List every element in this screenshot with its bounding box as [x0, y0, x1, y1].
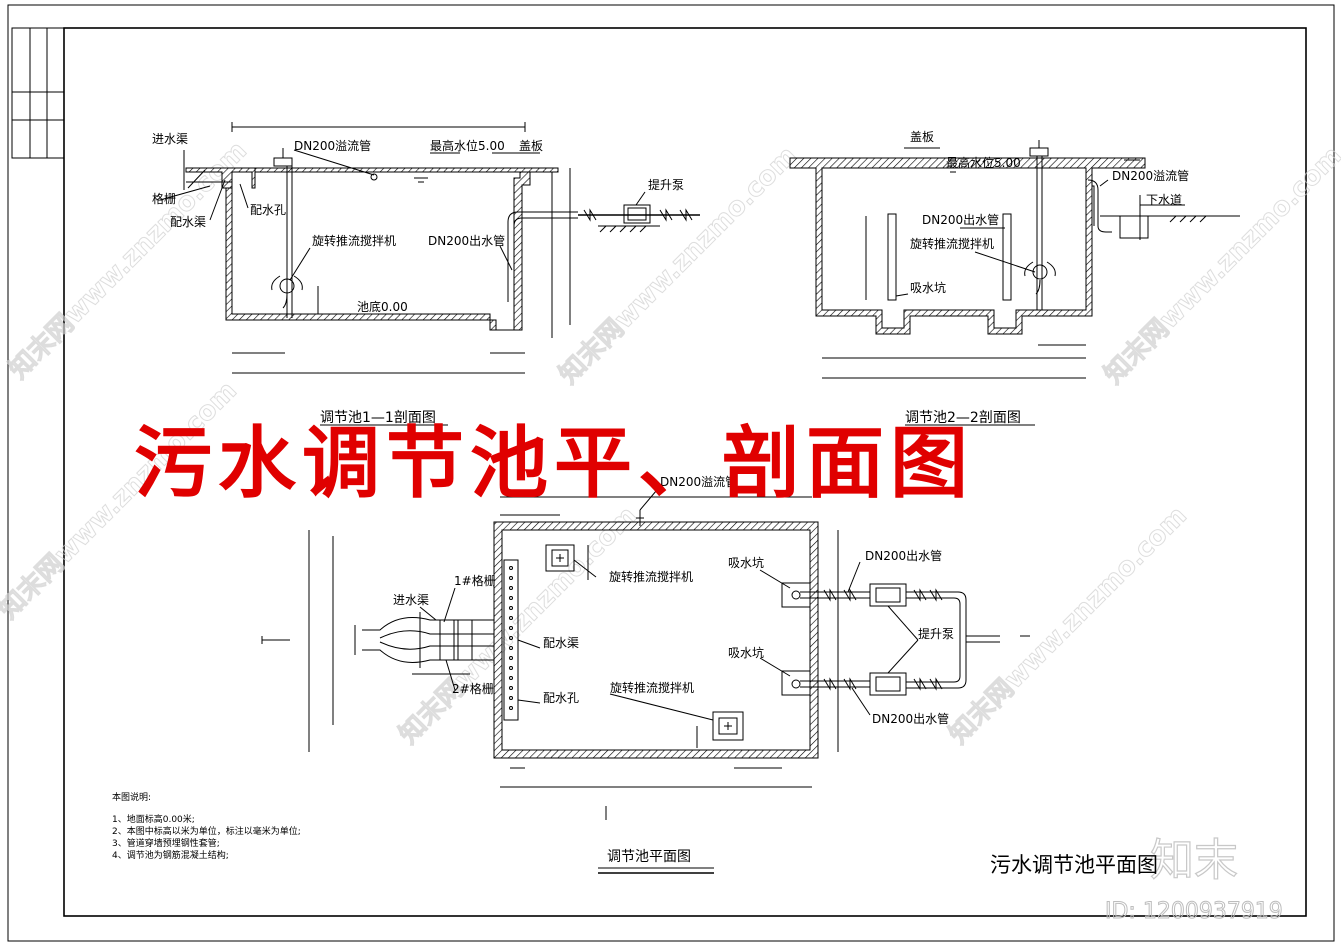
label-distribution-channel: 配水渠 [170, 215, 206, 229]
main-title-overlay: 污水调节池平、剖面图 [134, 418, 974, 509]
label-sewer: 下水道 [1146, 193, 1182, 207]
label-inlet-channel: 进水渠 [152, 132, 188, 146]
label-distribution-channel: 配水渠 [543, 636, 579, 650]
plan-view-drawing: DN200溢流管 旋转推流搅拌机 吸水坑 DN200出水管 1#格栅 进水渠 配… [261, 474, 1030, 874]
notes-item: 4、调节池为钢筋混凝土结构; [112, 849, 229, 861]
label-pool-bottom: 池底0.00 [357, 299, 408, 314]
label-grille-1: 1#格栅 [454, 573, 496, 588]
label-mixer: 旋转推流搅拌机 [312, 233, 396, 248]
distribution-holes [509, 566, 513, 710]
label-lift-pump: 提升泵 [918, 626, 954, 641]
label-outlet-pipe-top: DN200出水管 [865, 548, 942, 563]
label-suction-pit-top: 吸水坑 [728, 555, 764, 570]
section-2-2-title: 调节池2—2剖面图 [905, 410, 1021, 426]
notes-item: 2、本图中标高以米为单位，标注以毫米为单位; [112, 825, 301, 837]
section-1-1-title: 调节池1—1剖面图 [320, 410, 436, 426]
label-grille: 格栅 [152, 191, 176, 206]
label-cover-plate: 盖板 [910, 130, 934, 144]
label-mixer-top: 旋转推流搅拌机 [609, 569, 693, 584]
watermark-site-text: 知末网www.znzmo.com [4, 136, 253, 385]
sheet-title: 污水调节池平面图 [990, 853, 1158, 877]
label-max-water-level: 最高水位5.00 [946, 155, 1021, 170]
label-lift-pump: 提升泵 [648, 177, 684, 192]
label-cover-plate: 盖板 [519, 139, 543, 153]
label-mixer: 旋转推流搅拌机 [910, 236, 994, 251]
watermark-logo: 知末 [1150, 835, 1238, 886]
label-mixer-bottom: 旋转推流搅拌机 [610, 680, 694, 695]
label-suction-pit: 吸水坑 [910, 280, 946, 295]
label-suction-pit-bottom: 吸水坑 [728, 645, 764, 660]
label-outlet-pipe: DN200出水管 [922, 212, 999, 227]
label-grille-2: 2#格栅 [452, 681, 494, 696]
watermark-site-text: 知末网www.znzmo.com [944, 501, 1193, 750]
notes-heading: 本图说明: [112, 791, 151, 803]
watermark-id: ID: 1200937919 [1105, 899, 1283, 924]
label-distribution-hole: 配水孔 [250, 203, 286, 217]
notes-item: 3、管道穿墙预埋钢性套管; [112, 837, 220, 849]
label-inlet-channel: 进水渠 [393, 593, 429, 607]
plan-title: 调节池平面图 [607, 849, 691, 865]
label-overflow-pipe: DN200溢流管 [1112, 168, 1189, 183]
label-max-water-level: 最高水位5.00 [430, 138, 505, 153]
notes-item: 1、地面标高0.00米; [112, 813, 195, 825]
label-distribution-hole: 配水孔 [543, 691, 579, 705]
label-outlet-pipe-bottom: DN200出水管 [872, 711, 949, 726]
notes-block: 本图说明: 1、地面标高0.00米; 2、本图中标高以米为单位，标注以毫米为单位… [112, 791, 301, 861]
section-1-1-drawing: 进水渠 格栅 配水渠 配水孔 DN200溢流管 最高水位5.00 盖板 提升泵 … [152, 122, 700, 426]
label-overflow-pipe: DN200溢流管 [294, 138, 371, 153]
label-overflow-pipe: DN200溢流管 [660, 474, 737, 489]
section-2-2-drawing: 盖板 最高水位5.00 DN200溢流管 下水道 DN200出水管 旋转推流搅拌… [789, 130, 1240, 426]
drawing-frame [7, 4, 1335, 942]
label-outlet-pipe: DN200出水管 [428, 233, 505, 248]
